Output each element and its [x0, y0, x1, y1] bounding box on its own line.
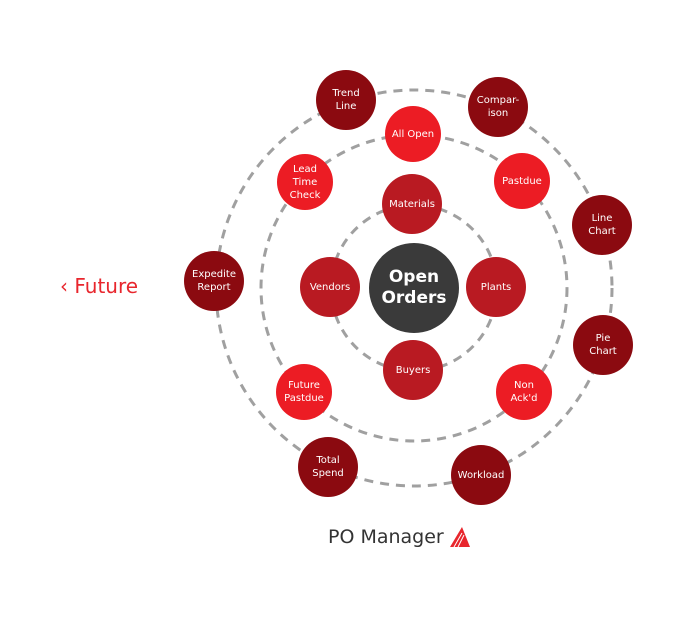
node-pie-chart[interactable]: Pie Chart [573, 315, 633, 375]
node-lead-time-check[interactable]: Lead Time Check [277, 154, 333, 210]
node-expedite-report[interactable]: Expedite Report [184, 251, 244, 311]
node-all-open[interactable]: All Open [385, 106, 441, 162]
node-total-spend[interactable]: Total Spend [298, 437, 358, 497]
node-materials[interactable]: Materials [382, 174, 442, 234]
node-line-chart[interactable]: Line Chart [572, 195, 632, 255]
node-trend-line[interactable]: Trend Line [316, 70, 376, 130]
node-pastdue[interactable]: Pastdue [494, 153, 550, 209]
node-non-ackd[interactable]: Non Ack'd [496, 364, 552, 420]
outer-ring [214, 88, 614, 488]
node-plants[interactable]: Plants [466, 257, 526, 317]
node-buyers[interactable]: Buyers [383, 340, 443, 400]
future-back-link[interactable]: ‹ Future [60, 274, 139, 298]
sail-logo-icon [449, 527, 470, 548]
open-orders-center[interactable]: Open Orders [369, 243, 459, 333]
chevron-left-icon: ‹ [60, 274, 68, 298]
brand-logo: PO Manager [328, 525, 472, 549]
node-vendors[interactable]: Vendors [300, 257, 360, 317]
node-workload[interactable]: Workload [451, 445, 511, 505]
node-future-pastdue[interactable]: Future Pastdue [276, 364, 332, 420]
node-comparison[interactable]: Compar-ison [468, 77, 528, 137]
